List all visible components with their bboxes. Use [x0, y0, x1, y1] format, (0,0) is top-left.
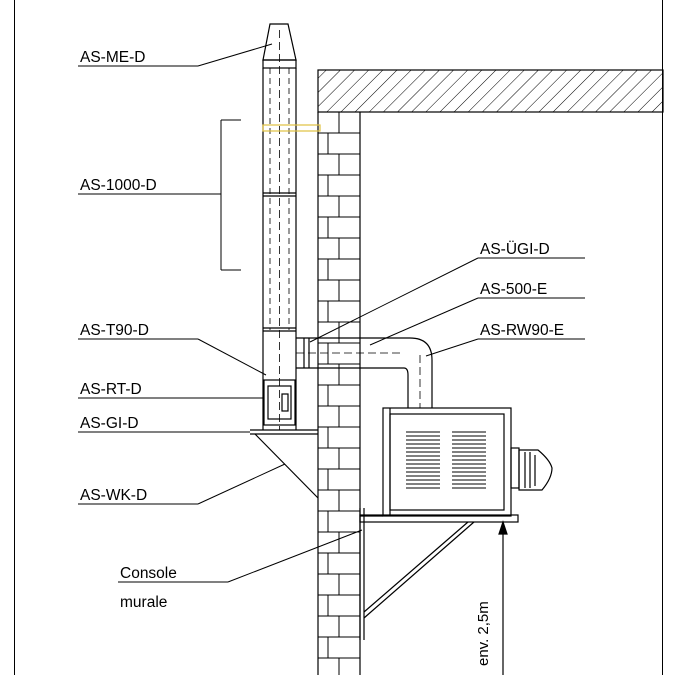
tee-and-horizontal-pipe	[296, 337, 433, 408]
label-as-t90-d: AS-T90-D	[80, 322, 149, 339]
label-console-line2: murale	[120, 594, 167, 611]
ceiling-slab	[317, 69, 664, 113]
drawing-frame	[14, 0, 663, 675]
console-shelf	[359, 508, 519, 640]
label-as-gi-d: AS-GI-D	[80, 415, 139, 432]
label-as-me-d: AS-ME-D	[80, 49, 145, 66]
label-as-500-e: AS-500-E	[480, 281, 547, 298]
brick-wall	[317, 111, 361, 675]
boiler-vents	[406, 431, 486, 489]
boiler	[360, 407, 512, 517]
leader-lines	[78, 43, 585, 583]
label-console-line1: Console	[120, 565, 177, 582]
label-as-wk-d: AS-WK-D	[80, 487, 147, 504]
label-as-rt-d: AS-RT-D	[80, 381, 142, 398]
burner	[510, 447, 553, 491]
label-height: env. 2,5m	[475, 601, 492, 666]
cleaning-door	[263, 379, 296, 426]
wall-console	[250, 429, 319, 499]
callout-labels: AS-ME-D AS-1000-D AS-ÜGI-D AS-500-E AS-T…	[80, 49, 564, 666]
inspection-band	[262, 124, 321, 132]
label-as-ugi-d: AS-ÜGI-D	[480, 240, 550, 258]
height-arrow	[498, 520, 508, 675]
vertical-chimney-pipe	[262, 30, 297, 430]
label-as-1000-d: AS-1000-D	[80, 177, 157, 194]
label-as-rw90-e: AS-RW90-E	[480, 322, 564, 339]
